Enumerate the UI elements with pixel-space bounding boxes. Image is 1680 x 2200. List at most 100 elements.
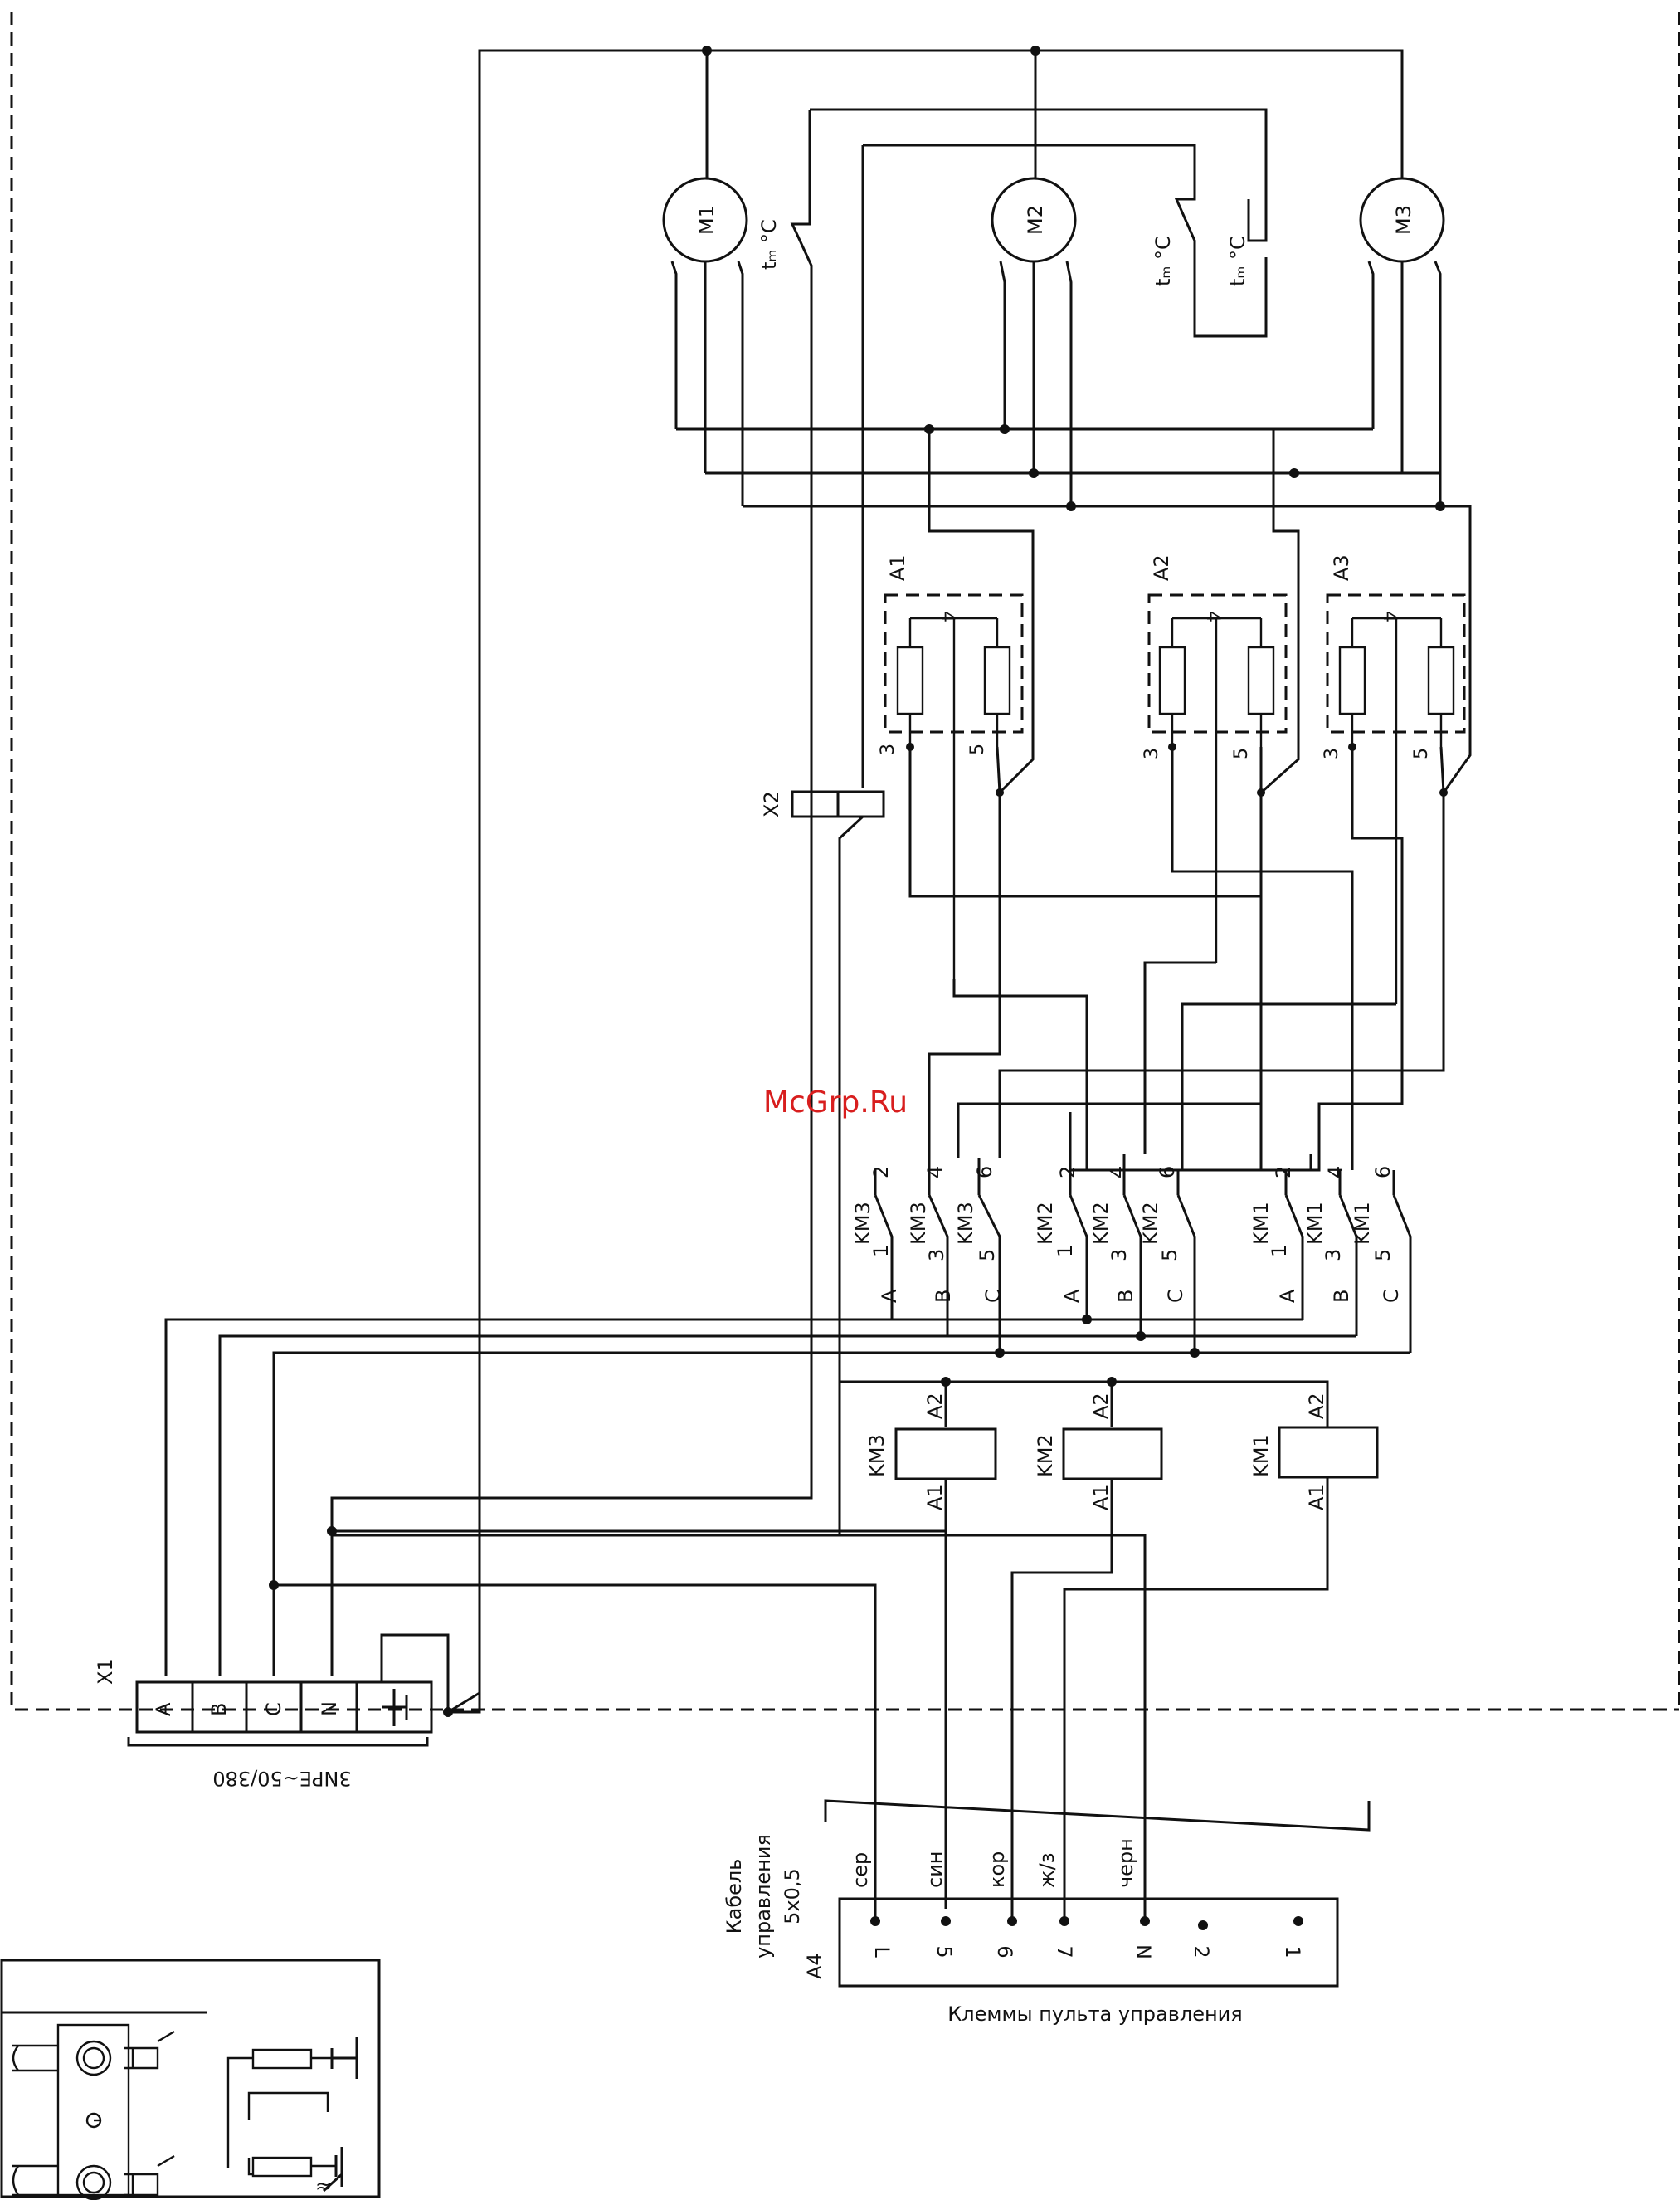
- svg-text:KM1: KM1: [1249, 1434, 1273, 1477]
- phase-bus-b: [220, 1336, 1356, 1676]
- coil-km3: KM3 A2 A1: [865, 1393, 996, 1909]
- wire-color-labels: сер син кор ж/з черн: [849, 1838, 1137, 1888]
- svg-text:син: син: [923, 1851, 947, 1888]
- svg-text:A2: A2: [923, 1393, 947, 1419]
- svg-text:A: A: [152, 1702, 175, 1716]
- svg-text:M2: M2: [1024, 205, 1047, 235]
- motor-m2: M2: [992, 178, 1075, 261]
- km2-label-1: KM2: [1034, 1202, 1057, 1245]
- svg-text:ж/з: ж/з: [1035, 1853, 1059, 1888]
- coil-km1: KM1 A2 A1: [1064, 1393, 1377, 1921]
- km1-pin-1: 1: [1268, 1245, 1291, 1257]
- svg-text:A1: A1: [1089, 1484, 1113, 1510]
- km3-pin-6: 6: [973, 1166, 996, 1178]
- cable-bracket: [825, 1801, 1369, 1830]
- svg-text:5: 5: [967, 744, 988, 755]
- km1-phase-b: B: [1330, 1290, 1353, 1303]
- thermostat-1: tₘ °C: [757, 110, 811, 830]
- svg-text:5х0,5: 5х0,5: [781, 1868, 804, 1924]
- phase-bus-c: [274, 1353, 1410, 1676]
- svg-text:X1: X1: [94, 1658, 117, 1685]
- svg-text:A1: A1: [886, 554, 909, 581]
- svg-text:A1: A1: [923, 1484, 947, 1510]
- motor-bus: [676, 429, 1470, 793]
- svg-text:4: 4: [1202, 611, 1223, 622]
- inset-detail: ≈: [2, 1960, 379, 2199]
- km3-label-3: KM3: [954, 1202, 977, 1245]
- svg-text:M3: M3: [1392, 205, 1415, 235]
- svg-text:5: 5: [1411, 748, 1432, 759]
- svg-text:сер: сер: [849, 1852, 872, 1888]
- km2-phase-a: A: [1060, 1289, 1083, 1303]
- svg-text:A3: A3: [1330, 554, 1353, 581]
- km2-pin-2: 2: [1056, 1166, 1079, 1178]
- coil-km2: KM2 A2 A1: [1012, 1393, 1161, 1921]
- motor-leads: [672, 261, 1440, 506]
- cabinet-boundary: [12, 12, 1679, 1710]
- ground-icon: [382, 1689, 407, 1726]
- svg-text:A2: A2: [1150, 554, 1173, 581]
- watermark: McGrp.Ru: [763, 1085, 908, 1120]
- panel-caption: Клеммы пульта управления: [947, 2002, 1242, 2026]
- inset-symbol: ≈: [315, 2174, 332, 2198]
- km3-phase-b: B: [932, 1290, 955, 1303]
- svg-text:6: 6: [993, 1945, 1016, 1958]
- km3-pin-3: 3: [925, 1249, 948, 1261]
- km2-pin-5: 5: [1158, 1249, 1181, 1261]
- svg-text:3: 3: [878, 744, 898, 755]
- km2-label-3: KM2: [1139, 1202, 1162, 1245]
- svg-text:кор: кор: [986, 1851, 1009, 1888]
- km1-label-1: KM1: [1249, 1202, 1273, 1245]
- terminal-x1: X1 A B C N 3NPE~50/380: [94, 1635, 480, 1790]
- svg-text:C: C: [262, 1702, 285, 1716]
- coil-a2-bus: [840, 1382, 1327, 1427]
- km1-pin-6: 6: [1371, 1166, 1395, 1178]
- km1-label-2: KM1: [1303, 1202, 1327, 1245]
- km3-label-1: KM3: [851, 1202, 874, 1245]
- svg-text:7: 7: [1053, 1945, 1076, 1958]
- thermostat-2: tₘ °C tₘ °C: [863, 145, 1266, 336]
- control-panel-a4: A4 L 5 6 7 N 2 1 Клеммы пульта управлени…: [803, 1899, 1337, 2026]
- svg-text:управления: управления: [752, 1834, 775, 1959]
- svg-text:черн: черн: [1114, 1838, 1137, 1888]
- svg-text:5: 5: [1231, 748, 1252, 759]
- svg-text:3NPE~50/380: 3NPE~50/380: [212, 1767, 351, 1790]
- svg-text:N: N: [318, 1701, 341, 1716]
- km3-pin-5: 5: [976, 1249, 999, 1261]
- km2-pin-4: 4: [1106, 1166, 1129, 1178]
- km1-pin-4: 4: [1324, 1166, 1347, 1178]
- km1-pin-3: 3: [1322, 1249, 1345, 1261]
- km1-pin-5: 5: [1371, 1249, 1395, 1261]
- svg-text:A4: A4: [803, 1953, 826, 1979]
- svg-text:tₘ °C: tₘ °C: [1152, 236, 1175, 286]
- svg-text:B: B: [207, 1703, 231, 1716]
- km3-phase-c: C: [981, 1289, 1005, 1303]
- km3-pin-4: 4: [923, 1166, 947, 1178]
- heater-a2: A2 4 3 5: [1142, 554, 1286, 963]
- svg-text:N: N: [1132, 1944, 1155, 1959]
- svg-text:3: 3: [1322, 748, 1342, 759]
- motor-m3: M3: [1361, 178, 1444, 261]
- km1-label-3: KM1: [1351, 1202, 1374, 1245]
- svg-text:3: 3: [1142, 748, 1162, 759]
- km2-phase-c: C: [1164, 1289, 1187, 1303]
- svg-text:tₘ °C: tₘ °C: [757, 219, 781, 270]
- connector-x2: X2: [332, 791, 1327, 1676]
- control-wiring: [274, 1382, 1145, 1921]
- svg-text:KM2: KM2: [1034, 1434, 1057, 1477]
- km1-phase-a: A: [1276, 1289, 1299, 1303]
- svg-text:A2: A2: [1089, 1393, 1113, 1419]
- km3-pin-2: 2: [869, 1166, 893, 1178]
- km2-pin-1: 1: [1054, 1245, 1077, 1257]
- svg-text:M1: M1: [695, 205, 718, 235]
- motor-m1: M1: [664, 178, 747, 261]
- km2-label-2: KM2: [1089, 1202, 1113, 1245]
- svg-text:L: L: [870, 1946, 894, 1958]
- svg-text:KM3: KM3: [865, 1434, 889, 1477]
- svg-text:A2: A2: [1305, 1393, 1328, 1419]
- km2-pin-3: 3: [1108, 1249, 1131, 1261]
- km3-label-2: KM3: [907, 1202, 930, 1245]
- svg-text:5: 5: [933, 1945, 956, 1958]
- km2-phase-b: B: [1114, 1290, 1137, 1303]
- km1-pin-2: 2: [1272, 1166, 1295, 1178]
